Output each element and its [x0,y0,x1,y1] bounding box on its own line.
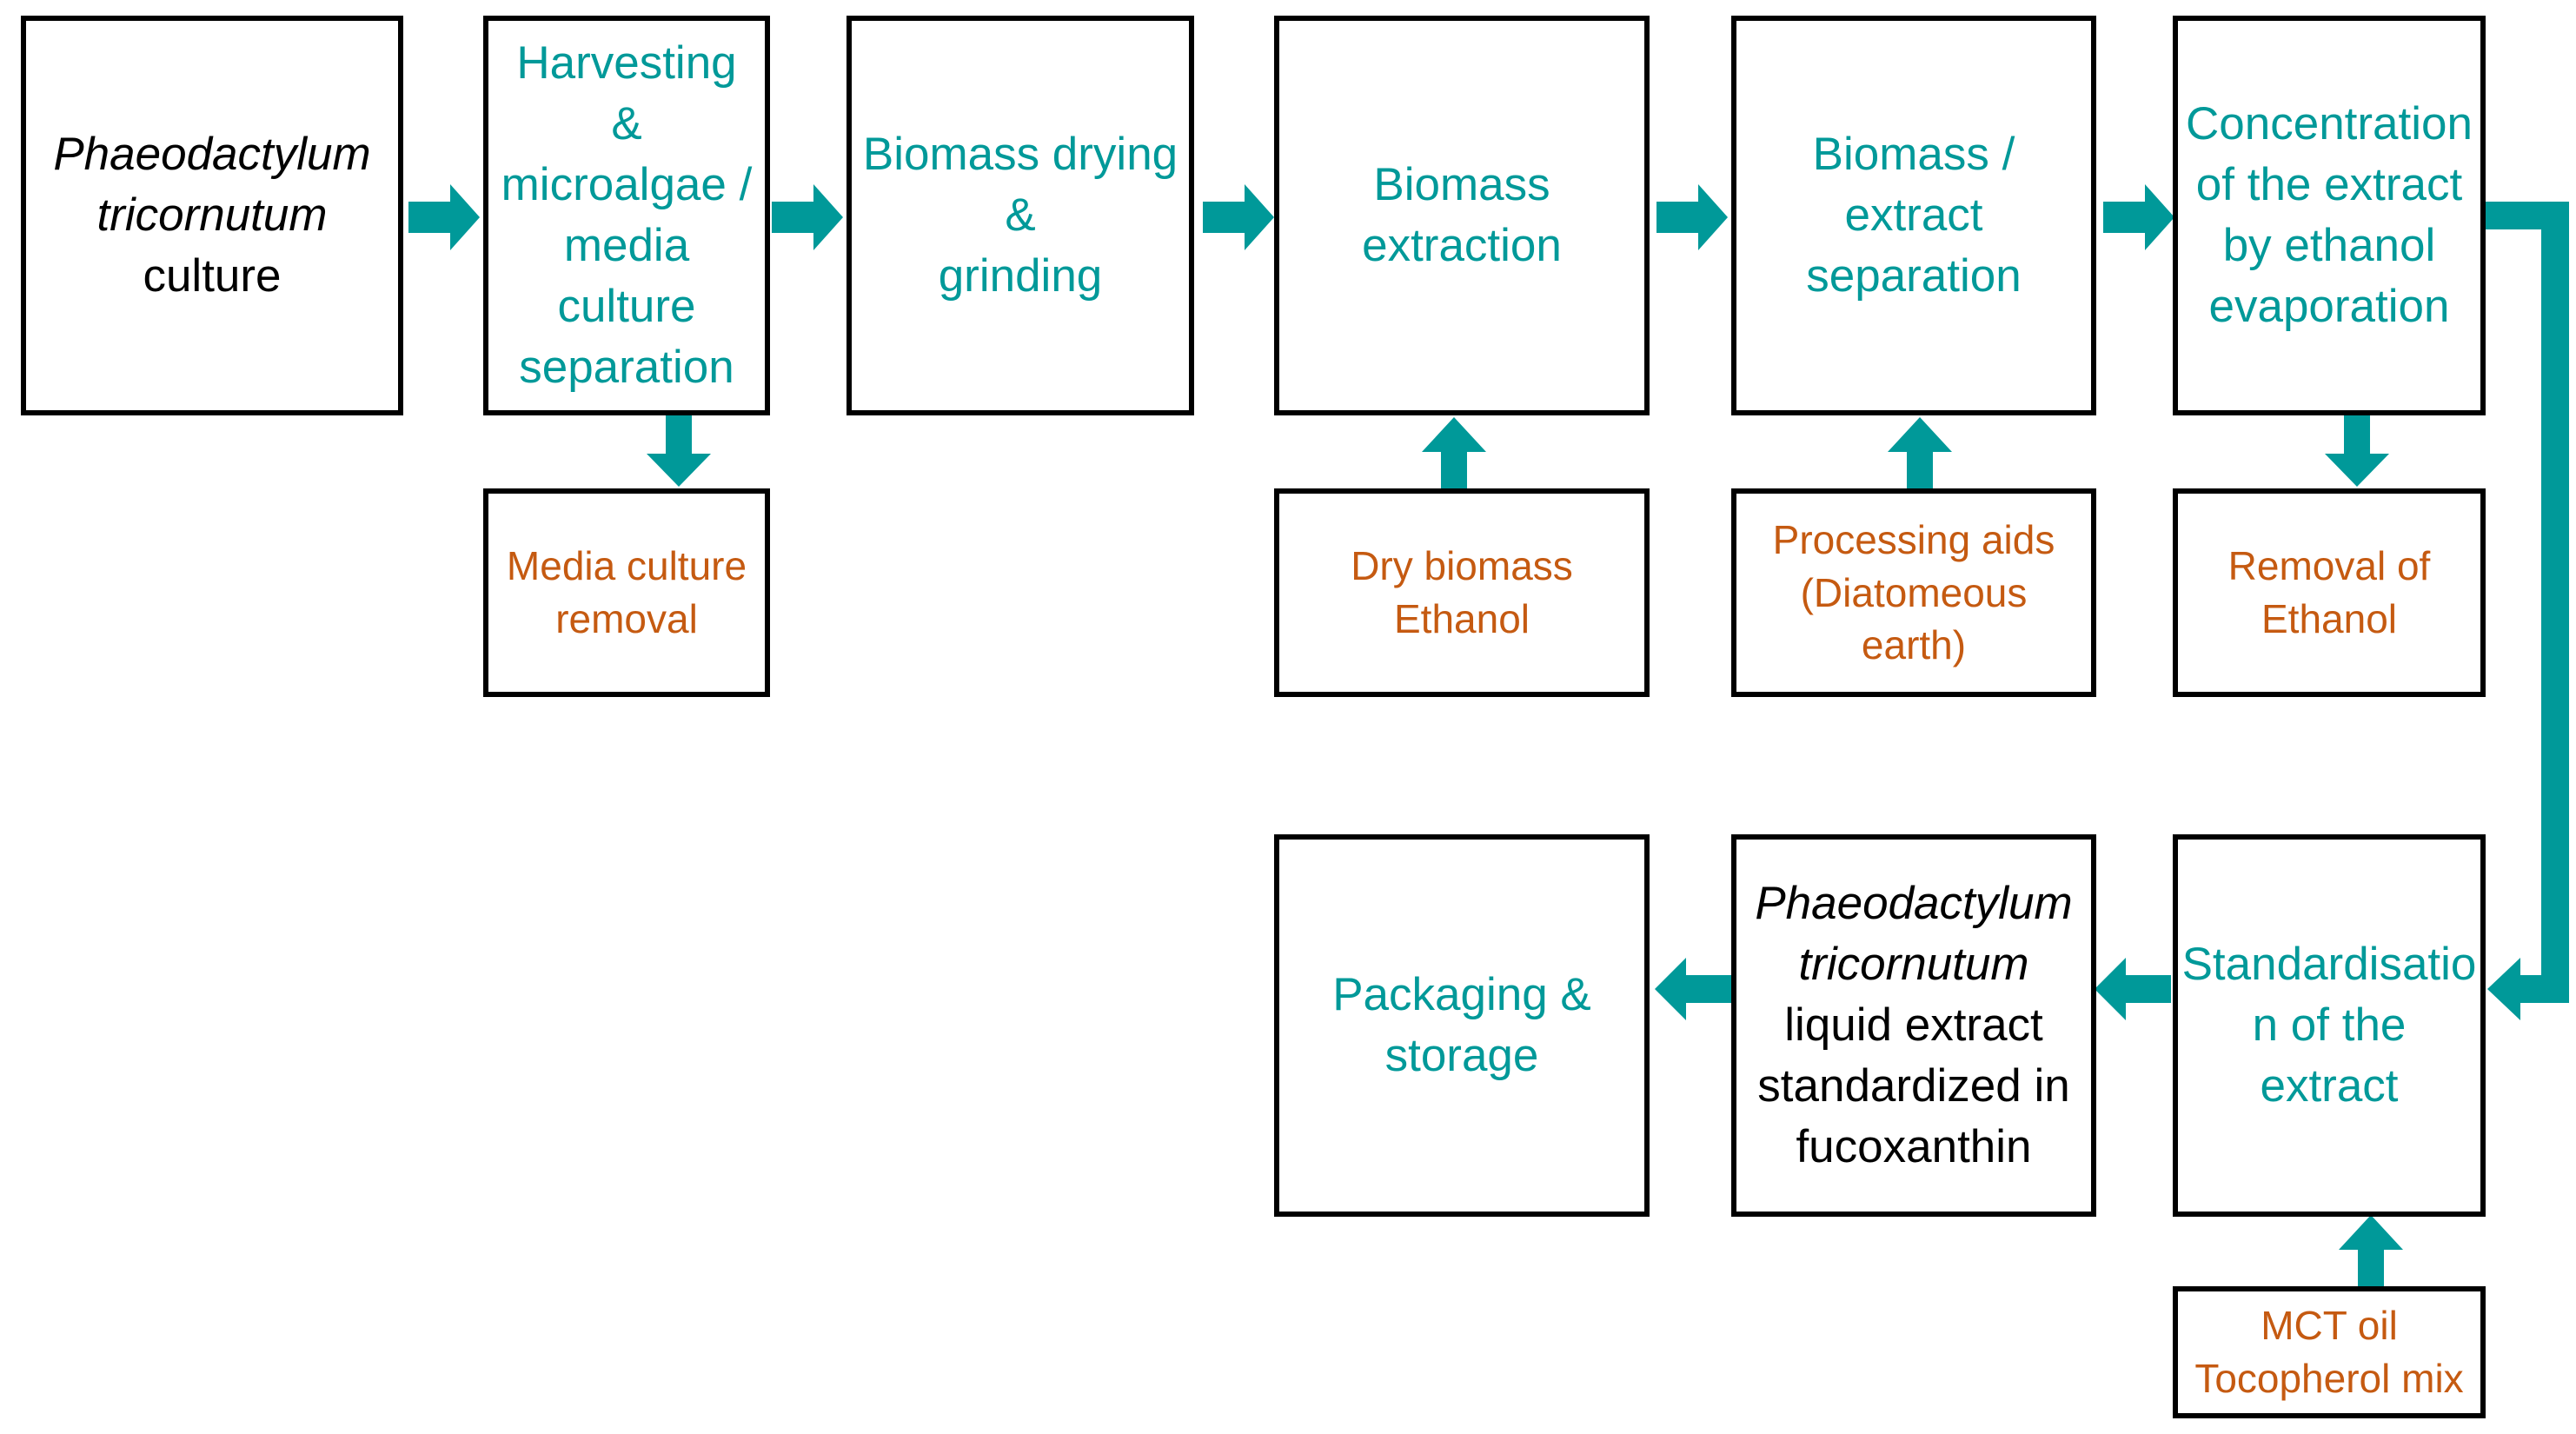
step-standardisation: Standardisatio n of the extract [2173,834,2486,1217]
concentration-line-1: Concentration [2186,98,2473,150]
standardisation-line-1: Standardisatio [2181,939,2477,991]
culture-species-line-2: tricornutum [96,189,328,242]
separation-line-1: Biomass / [1812,129,2015,181]
packaging-line-1: Packaging & [1332,969,1591,1021]
product-line-1: liquid extract [1784,999,2043,1052]
standardisation-line-3: extract [2260,1059,2399,1112]
product-line-3: fucoxanthin [1796,1120,2032,1172]
processing-aids-line-2: (Diatomeous [1800,569,2028,615]
arrow-harvest-to-media-removal [647,415,711,487]
drying-line-3: grinding [938,249,1103,302]
mct-oil-line-1: MCT oil [2261,1303,2398,1349]
product-species-line-1: Phaeodactylum [1755,878,2073,930]
ethanol-removal-line-2: Ethanol [2261,596,2397,641]
standardisation-line-2: n of the [2252,999,2407,1052]
arrow-separation-to-concentration [2103,184,2174,250]
harvest-line-2: & [611,98,642,150]
arrow-product-to-packaging [1655,958,1735,1020]
side-ethanol-removal: Removal of Ethanol [2173,488,2486,697]
side-media-removal: Media culture removal [483,488,770,697]
dry-biomass-line-1: Dry biomass [1351,543,1573,589]
arrow-processing-aids-to-separation [1888,417,1952,488]
extraction-line-2: extraction [1362,220,1562,271]
step-extraction: Biomass extraction [1274,16,1650,415]
ethanol-removal-line-1: Removal of [2227,543,2431,589]
packaging-line-2: storage [1384,1030,1539,1081]
arrow-drying-to-extraction [1203,184,1274,250]
drying-line-1: Biomass drying [862,129,1178,181]
dry-biomass-line-2: Ethanol [1393,596,1530,641]
concentration-line-2: of the extract [2195,159,2463,211]
arrow-culture-to-harvest [408,184,480,250]
culture-species-line-1: Phaeodactylum [53,129,371,181]
media-removal-line-1: Media culture [506,543,747,589]
product-species-line-2: tricornutum [1798,939,2029,991]
processing-aids-line-1: Processing aids [1772,516,2055,562]
product-line-2: standardized in [1757,1059,2070,1112]
step-harvest: Harvesting & microalgae / media culture … [483,16,770,415]
side-mct-oil: MCT oil Tocopherol mix [2173,1286,2486,1418]
arrow-mct-oil-to-standardisation [2339,1215,2403,1286]
mct-oil-line-2: Tocopherol mix [2194,1356,2464,1401]
step-concentration: Concentration of the extract by ethanol … [2173,16,2486,415]
media-removal-line-2: removal [555,596,698,641]
processing-aids-line-3: earth) [1861,622,1967,668]
side-processing-aids: Processing aids (Diatomeous earth) [1731,488,2096,697]
extraction-line-1: Biomass [1373,159,1550,211]
harvest-line-6: separation [519,341,734,393]
arrow-extraction-to-separation [1656,184,1728,250]
arrow-concentration-to-ethanol-removal [2325,415,2389,487]
side-dry-biomass: Dry biomass Ethanol [1274,488,1650,697]
step-culture: Phaeodactylum tricornutum culture [21,16,403,415]
arrow-standardisation-to-product [2095,958,2171,1020]
step-separation: Biomass / extract separation [1731,16,2096,415]
arrow-harvest-to-drying [772,184,843,250]
arrow-concentration-to-standardisation [2482,202,2569,1020]
harvest-line-3: microalgae / [501,159,753,211]
concentration-line-3: by ethanol [2222,220,2436,271]
harvest-line-4: media [563,220,690,271]
arrow-dry-biomass-to-extraction [1422,417,1486,488]
separation-line-3: separation [1806,249,2022,302]
step-packaging: Packaging & storage [1274,834,1650,1217]
step-drying: Biomass drying & grinding [846,16,1194,415]
separation-line-2: extract [1844,189,1983,242]
concentration-line-4: evaporation [2208,280,2450,332]
harvest-line-5: culture [557,280,696,332]
step-product: Phaeodactylum tricornutum liquid extract… [1731,834,2096,1217]
harvest-line-1: Harvesting [516,37,737,90]
drying-line-2: & [1005,189,1036,242]
culture-label: culture [143,249,282,302]
